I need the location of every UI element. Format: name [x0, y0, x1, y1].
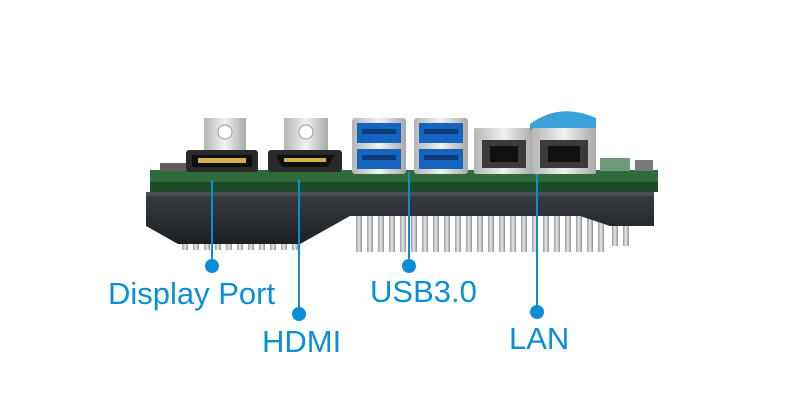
usb-connector-right — [414, 118, 468, 174]
heatsink-fin — [488, 210, 494, 252]
heatsink-fin — [532, 210, 538, 252]
heatsink-fin — [444, 210, 450, 252]
pcb-components — [160, 163, 190, 171]
heatsink — [146, 192, 654, 244]
heatsink-fin — [510, 210, 516, 252]
heatsink-fin — [612, 220, 618, 246]
label-hdmi: HDMI — [262, 324, 342, 359]
heatsink-fin — [623, 220, 629, 246]
heatsink-fin — [466, 210, 472, 252]
usb-connector-left — [352, 118, 406, 174]
callout-usb — [402, 172, 416, 273]
heatsink-fin — [422, 210, 428, 252]
heatsink-fin — [378, 210, 384, 252]
heatsink-fin — [477, 210, 483, 252]
label-usb: USB3.0 — [370, 274, 477, 309]
callout-hdmi — [292, 180, 306, 321]
display-port-connector — [186, 118, 258, 172]
heatsink-fin — [576, 210, 582, 252]
label-display-port: Display Port — [108, 276, 276, 311]
heatsink-fin — [400, 210, 406, 252]
heatsink-fin — [356, 210, 362, 252]
hdmi-connector — [268, 118, 342, 172]
pcb-components — [600, 158, 630, 171]
heatsink-top-edge — [146, 192, 654, 196]
heatsink-fin — [411, 210, 417, 252]
heatsink-fin — [587, 210, 593, 252]
callout-display-port — [205, 180, 219, 273]
heatsink-fin — [499, 210, 505, 252]
pcb-components — [635, 160, 653, 171]
label-lan: LAN — [509, 321, 570, 356]
heatsink-fin — [455, 210, 461, 252]
heatsink-fin — [433, 210, 439, 252]
lan-connector-left — [474, 128, 534, 174]
lan-connector-right — [530, 111, 596, 174]
heatsink-fin — [521, 210, 527, 252]
heatsink-fin — [543, 210, 549, 252]
heatsink-fin — [598, 210, 604, 252]
pcb-edge — [150, 182, 658, 192]
heatsink-fin — [367, 210, 373, 252]
heatsink-fin — [565, 210, 571, 252]
callout-lan — [530, 174, 544, 319]
heatsink-fin — [389, 210, 395, 252]
heatsink-fin — [554, 210, 560, 252]
